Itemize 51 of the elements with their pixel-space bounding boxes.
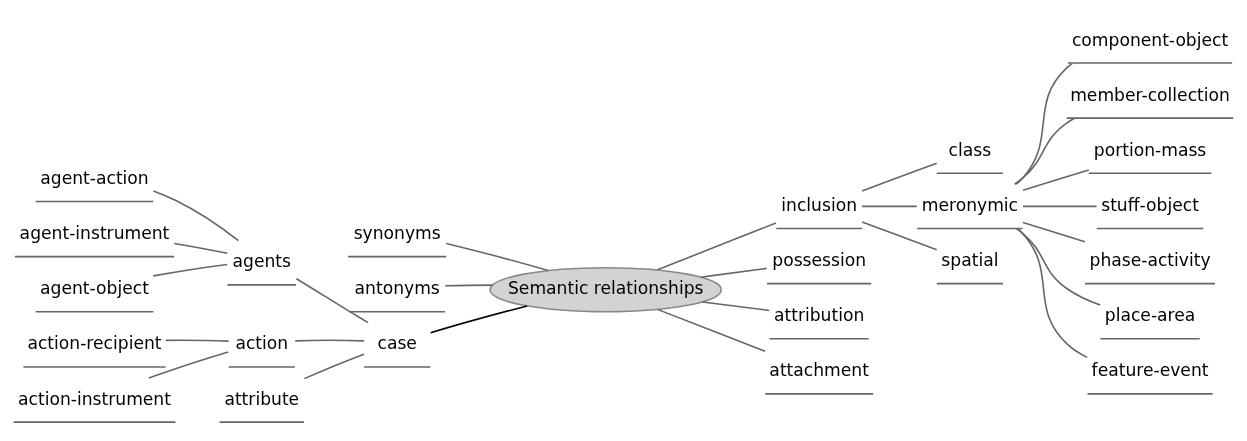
node-text: agent-instrument <box>19 223 170 244</box>
connector <box>1022 169 1090 192</box>
connector <box>701 301 770 312</box>
connector <box>1022 221 1086 243</box>
node-text: spatial <box>941 250 999 271</box>
connector <box>152 263 228 277</box>
node-text: case <box>377 333 417 354</box>
node-text: possession <box>772 250 867 271</box>
connector <box>861 162 938 192</box>
connector <box>1017 227 1088 359</box>
node-text: component-object <box>1071 29 1229 50</box>
node-text: phase-activity <box>1089 250 1211 271</box>
connector <box>173 242 229 255</box>
connector <box>444 284 494 287</box>
node-text: attribute <box>224 388 300 409</box>
connector <box>1013 117 1076 186</box>
node-text: antonyms <box>354 278 440 299</box>
node-text: inclusion <box>781 194 858 215</box>
connector <box>429 305 528 334</box>
connector <box>295 277 369 324</box>
connector <box>656 222 777 271</box>
node-text: agents <box>232 251 291 272</box>
connector <box>657 308 766 353</box>
connector <box>445 242 549 272</box>
connector <box>152 190 240 242</box>
node-text: action-recipient <box>27 333 162 354</box>
node-text: action <box>235 333 289 354</box>
node-text: attribution <box>773 305 865 326</box>
node-text: feature-event <box>1091 360 1209 381</box>
node-text: place-area <box>1104 305 1196 326</box>
node-text: agent-object <box>40 278 149 299</box>
node-text: attachment <box>769 360 869 381</box>
connector <box>1015 227 1101 306</box>
connector <box>1022 205 1098 208</box>
node-text: member-collection <box>1070 84 1230 105</box>
node-text: agent-action <box>40 167 149 188</box>
connector <box>699 267 768 278</box>
connector <box>148 351 230 379</box>
node-text: portion-mass <box>1093 139 1207 160</box>
node-text: synonyms <box>353 223 441 244</box>
node-text: action-instrument <box>18 388 171 409</box>
node-ellipse: Semantic relationships <box>489 266 723 313</box>
connector <box>294 339 365 342</box>
connector <box>861 221 938 251</box>
connector <box>861 205 918 208</box>
node-text: class <box>948 139 992 160</box>
connector <box>303 353 365 380</box>
node-text: stuff-object <box>1101 194 1199 215</box>
connector <box>1015 62 1074 186</box>
node-text: meronymic <box>921 194 1019 215</box>
connector <box>164 339 230 342</box>
